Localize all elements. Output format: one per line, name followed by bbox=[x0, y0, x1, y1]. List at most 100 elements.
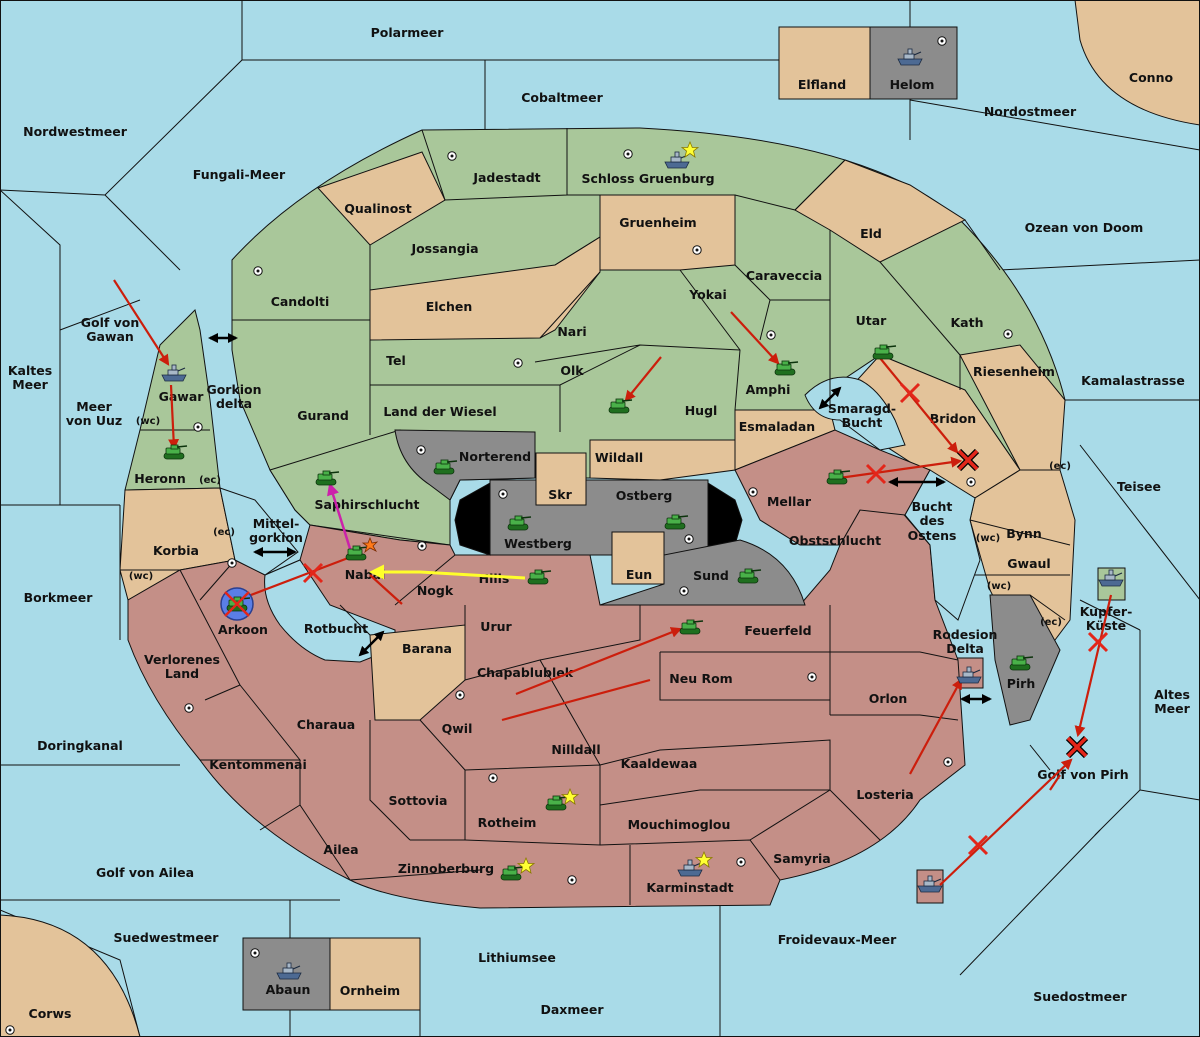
land-sund[interactable] bbox=[599, 539, 806, 606]
label-norterend: Norterend bbox=[459, 449, 531, 464]
tag-heronn-ec: (ec) bbox=[199, 475, 221, 486]
label-bridon: Bridon bbox=[930, 411, 976, 426]
land-gruenheim[interactable] bbox=[599, 194, 736, 271]
move-arrow bbox=[730, 311, 780, 365]
supply-center-icon bbox=[684, 534, 694, 544]
label-rotheim: Rotheim bbox=[478, 815, 537, 830]
sea-golf-von-gawan-l1: Golf von bbox=[81, 315, 140, 330]
sea-lithiumsee: Lithiumsee bbox=[478, 950, 556, 965]
supply-center-icon bbox=[193, 422, 203, 432]
sea-rodesion-delta-l2: Delta bbox=[946, 641, 984, 656]
sea-kamalastrasse: Kamalastrasse bbox=[1081, 373, 1185, 388]
move-arrow bbox=[113, 279, 170, 366]
supply-center-icon bbox=[5, 1025, 15, 1035]
supply-center-icon bbox=[766, 330, 776, 340]
sea-gorkion-delta-l1: Gorkion bbox=[206, 382, 261, 397]
label-qwil: Qwil bbox=[442, 721, 473, 736]
label-abaun: Abaun bbox=[266, 982, 311, 997]
land-barana[interactable] bbox=[369, 624, 466, 721]
tag-gawar-wc: (wc) bbox=[136, 416, 160, 427]
supply-center-icon bbox=[416, 445, 426, 455]
bounce-cross-icon bbox=[1065, 735, 1089, 759]
label-gawar: Gawar bbox=[159, 389, 205, 404]
label-elfland: Elfland bbox=[798, 77, 846, 92]
label-verlorenes-land-l2: Land bbox=[165, 666, 199, 681]
label-eun: Eun bbox=[626, 567, 652, 582]
sea-bucht-des-ostens-l1: Bucht bbox=[912, 499, 953, 514]
label-riesenheim: Riesenheim bbox=[973, 364, 1055, 379]
sea-nordostmeer: Nordostmeer bbox=[984, 104, 1077, 119]
supply-center-icon bbox=[943, 757, 953, 767]
sea-bucht-des-ostens[interactable] bbox=[904, 469, 981, 621]
land-corws[interactable] bbox=[0, 914, 141, 1037]
sea-smaragd-bucht-l2: Bucht bbox=[842, 415, 883, 430]
label-hugl: Hugl bbox=[685, 403, 718, 418]
land-skr[interactable] bbox=[535, 452, 587, 506]
bounce-cross-icon bbox=[956, 448, 980, 472]
label-wildall: Wildall bbox=[595, 450, 643, 465]
label-karminstadt: Karminstadt bbox=[646, 880, 733, 895]
land-ornheim[interactable] bbox=[329, 937, 421, 1011]
support-line bbox=[1049, 774, 1061, 791]
sea-doringkanal: Doringkanal bbox=[37, 738, 123, 753]
support-arrows bbox=[327, 482, 526, 580]
sea-meer-von-uuz-l1: Meer bbox=[76, 399, 112, 414]
sea-gorkion-delta-l2: delta bbox=[216, 396, 252, 411]
supply-center-icon bbox=[623, 149, 633, 159]
tag-korbia-ec: (ec) bbox=[213, 527, 235, 538]
label-caraveccia: Caraveccia bbox=[746, 268, 822, 283]
markers bbox=[361, 141, 713, 874]
label-conno: Conno bbox=[1129, 70, 1174, 85]
label-nabai: Nabai bbox=[345, 567, 386, 582]
land-eun[interactable] bbox=[611, 531, 665, 585]
label-jossangia: Jossangia bbox=[410, 241, 478, 256]
land-norterend[interactable] bbox=[394, 429, 536, 501]
support-line bbox=[369, 574, 403, 605]
supply-center-icon bbox=[498, 489, 508, 499]
label-schloss-gruenburg: Schloss Gruenburg bbox=[581, 171, 714, 186]
move-arrow bbox=[831, 456, 963, 481]
sea-golf-von-ailea: Golf von Ailea bbox=[96, 865, 194, 880]
label-mellar: Mellar bbox=[767, 494, 812, 509]
supply-center-icon bbox=[455, 690, 465, 700]
supply-center-icon bbox=[227, 558, 237, 568]
convoy-arrow bbox=[327, 482, 354, 556]
label-nilldall: Nilldall bbox=[551, 742, 600, 757]
label-zinnoberburg: Zinnoberburg bbox=[398, 861, 494, 876]
label-saphirschlucht: Saphirschlucht bbox=[315, 497, 420, 512]
land-mellar[interactable] bbox=[734, 429, 931, 546]
label-utar: Utar bbox=[856, 313, 888, 328]
label-korbia: Korbia bbox=[153, 543, 199, 558]
label-obstschlucht: Obstschlucht bbox=[789, 533, 881, 548]
land-wildall[interactable] bbox=[589, 439, 736, 481]
label-mouchimoglou: Mouchimoglou bbox=[628, 817, 731, 832]
land-elfland[interactable] bbox=[778, 26, 871, 100]
dislodged-unit-arkoon[interactable] bbox=[220, 587, 254, 621]
sea-polarmeer: Polarmeer bbox=[371, 25, 445, 40]
supply-center-icon bbox=[567, 875, 577, 885]
land-riesenheim[interactable] bbox=[959, 344, 1066, 471]
label-heronn: Heronn bbox=[134, 471, 186, 486]
supply-center-icon bbox=[1003, 329, 1013, 339]
tag-gwaul-ec: (ec) bbox=[1040, 617, 1062, 628]
double-arrow-icon bbox=[358, 630, 385, 657]
sea-teisee: Teisee bbox=[1117, 479, 1161, 494]
sea-meer-von-uuz-l2: von Uuz bbox=[66, 413, 122, 428]
support-arrow bbox=[369, 564, 526, 580]
support-line bbox=[501, 678, 651, 722]
tag-bynn-wc: (wc) bbox=[976, 533, 1000, 544]
label-elchen: Elchen bbox=[426, 299, 473, 314]
label-neu-rom: Neu Rom bbox=[669, 671, 732, 686]
label-kaaldewaa: Kaaldewaa bbox=[621, 756, 698, 771]
sea-rotbucht-label: Rotbucht bbox=[304, 621, 368, 636]
tag-gwaul-wc: (wc) bbox=[987, 581, 1011, 592]
label-land-der-wiesel: Land der Wiesel bbox=[383, 404, 496, 419]
label-nogk: Nogk bbox=[417, 583, 454, 598]
label-sund: Sund bbox=[693, 568, 729, 583]
tag-bridon-ec: (ec) bbox=[1049, 461, 1071, 472]
label-ornheim: Ornheim bbox=[340, 983, 400, 998]
supply-center-icon bbox=[513, 358, 523, 368]
sea-nordwestmeer: Nordwestmeer bbox=[23, 124, 128, 139]
label-gruenheim: Gruenheim bbox=[619, 215, 696, 230]
order-arrows bbox=[113, 279, 1113, 886]
